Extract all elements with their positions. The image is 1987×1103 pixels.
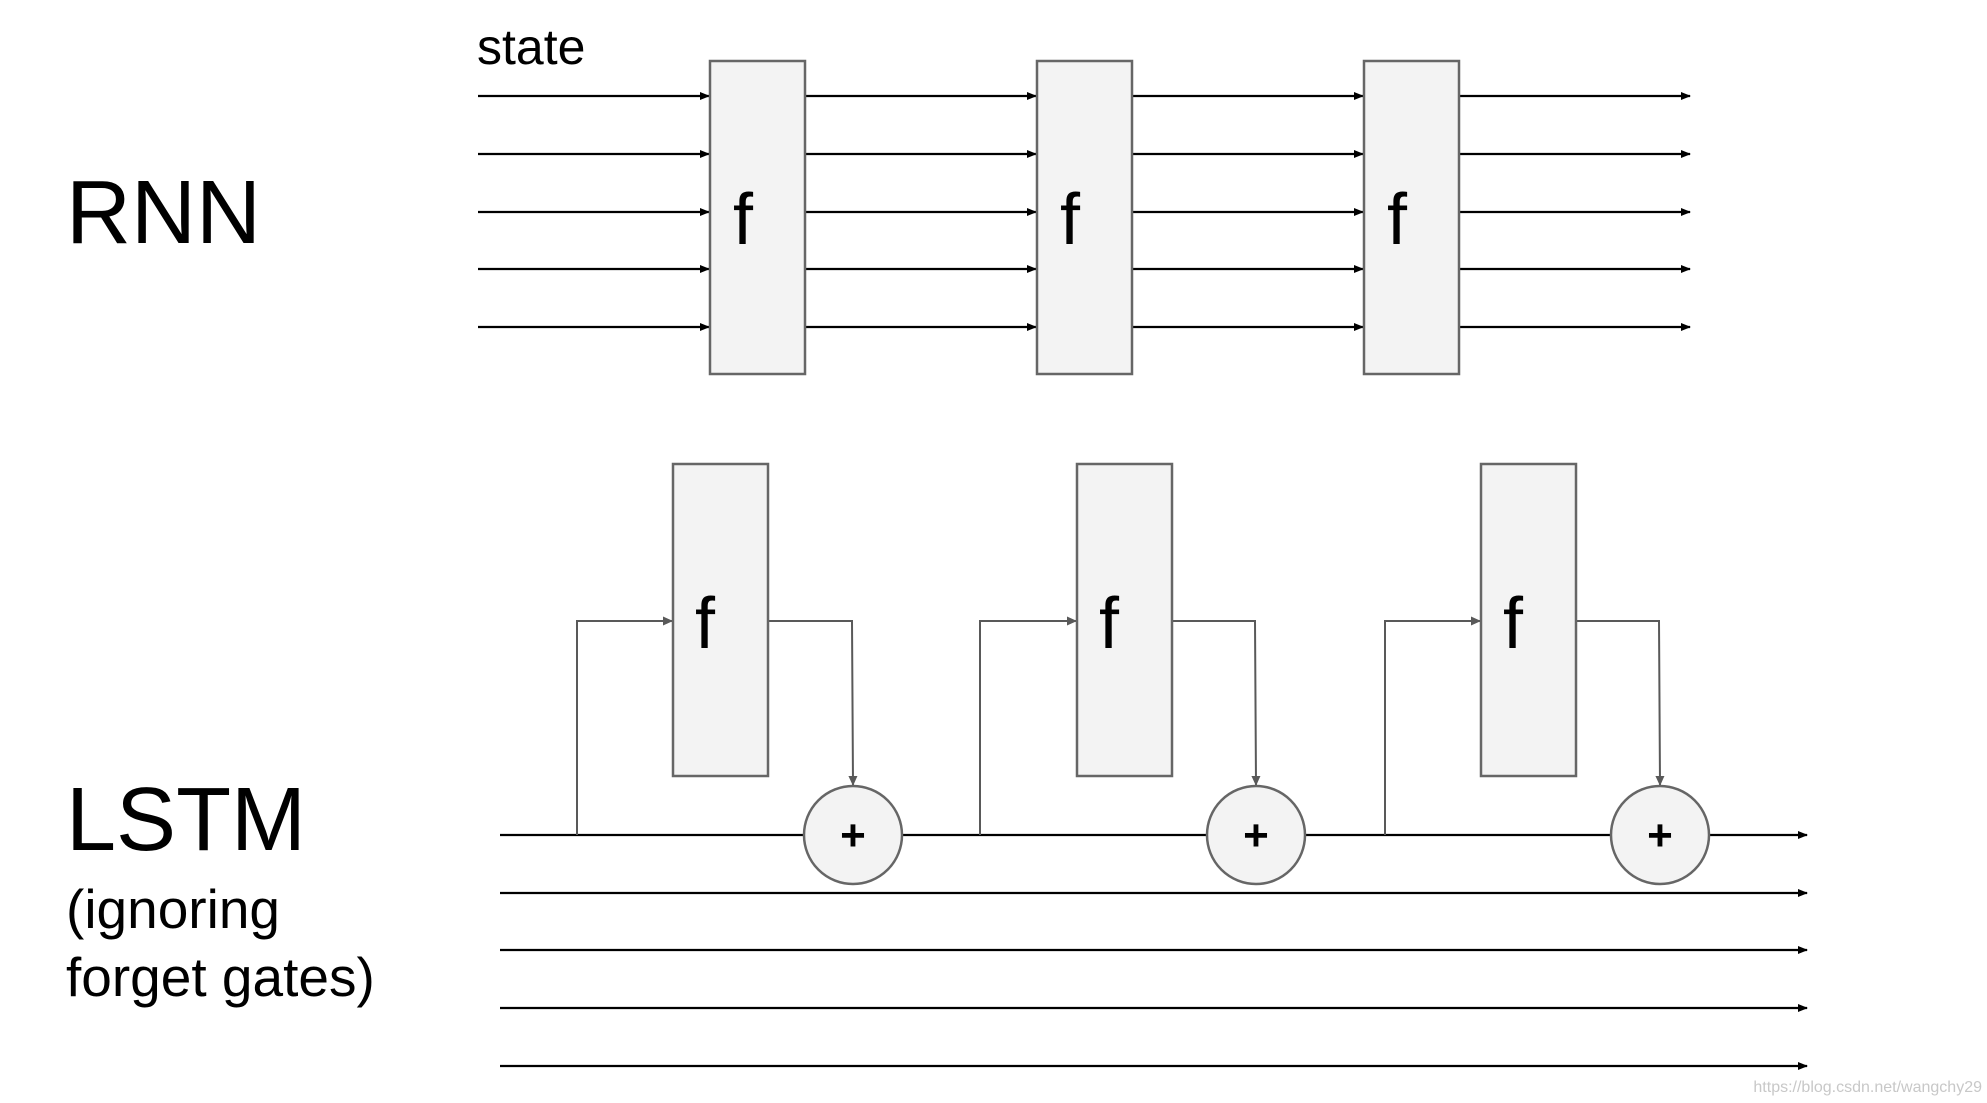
lstm-sum-node-1 bbox=[802, 784, 904, 886]
rnn-block-label-1: f bbox=[733, 180, 754, 260]
lstm-title: LSTM bbox=[66, 770, 306, 870]
watermark: https://blog.csdn.net/wangchy29 bbox=[1753, 1079, 1982, 1096]
lstm-block-label-1: f bbox=[695, 584, 716, 664]
lstm-input-branch-1 bbox=[576, 616, 673, 835]
lstm-input-branch-3 bbox=[1384, 616, 1481, 835]
lstm-sum-label-2: + bbox=[1243, 811, 1269, 860]
lstm-blocks: f + f + f + bbox=[576, 462, 1711, 886]
rnn-state-lines bbox=[478, 92, 1691, 331]
lstm-section: LSTM (ignoring forget gates) f + f + f + bbox=[66, 462, 1808, 1070]
rnn-block-label-3: f bbox=[1387, 180, 1408, 260]
lstm-state-lines bbox=[500, 831, 1808, 1070]
rnn-block-1 bbox=[708, 59, 807, 376]
rnn-block-label-2: f bbox=[1060, 180, 1081, 260]
lstm-output-branch-3 bbox=[1576, 620, 1665, 786]
lstm-block-label-3: f bbox=[1503, 584, 1524, 664]
lstm-output-branch-2 bbox=[1172, 620, 1261, 786]
lstm-output-branch-1 bbox=[768, 620, 858, 786]
rnn-block-2 bbox=[1035, 59, 1134, 376]
rnn-block-3 bbox=[1362, 59, 1461, 376]
lstm-sum-node-3 bbox=[1609, 784, 1711, 886]
lstm-block-1 bbox=[671, 462, 770, 778]
state-label: state bbox=[477, 19, 585, 75]
lstm-subtitle-line1: (ignoring bbox=[66, 878, 280, 940]
lstm-sum-label-1: + bbox=[840, 811, 866, 860]
lstm-sum-node-2 bbox=[1205, 784, 1307, 886]
rnn-section: RNN state f f f bbox=[66, 19, 1691, 376]
lstm-sum-label-3: + bbox=[1647, 811, 1673, 860]
rnn-title: RNN bbox=[66, 163, 261, 263]
lstm-block-3 bbox=[1479, 462, 1578, 778]
lstm-subtitle-line2: forget gates) bbox=[66, 946, 375, 1008]
lstm-block-2 bbox=[1075, 462, 1174, 778]
lstm-input-branch-2 bbox=[979, 616, 1077, 835]
lstm-block-label-2: f bbox=[1099, 584, 1120, 664]
